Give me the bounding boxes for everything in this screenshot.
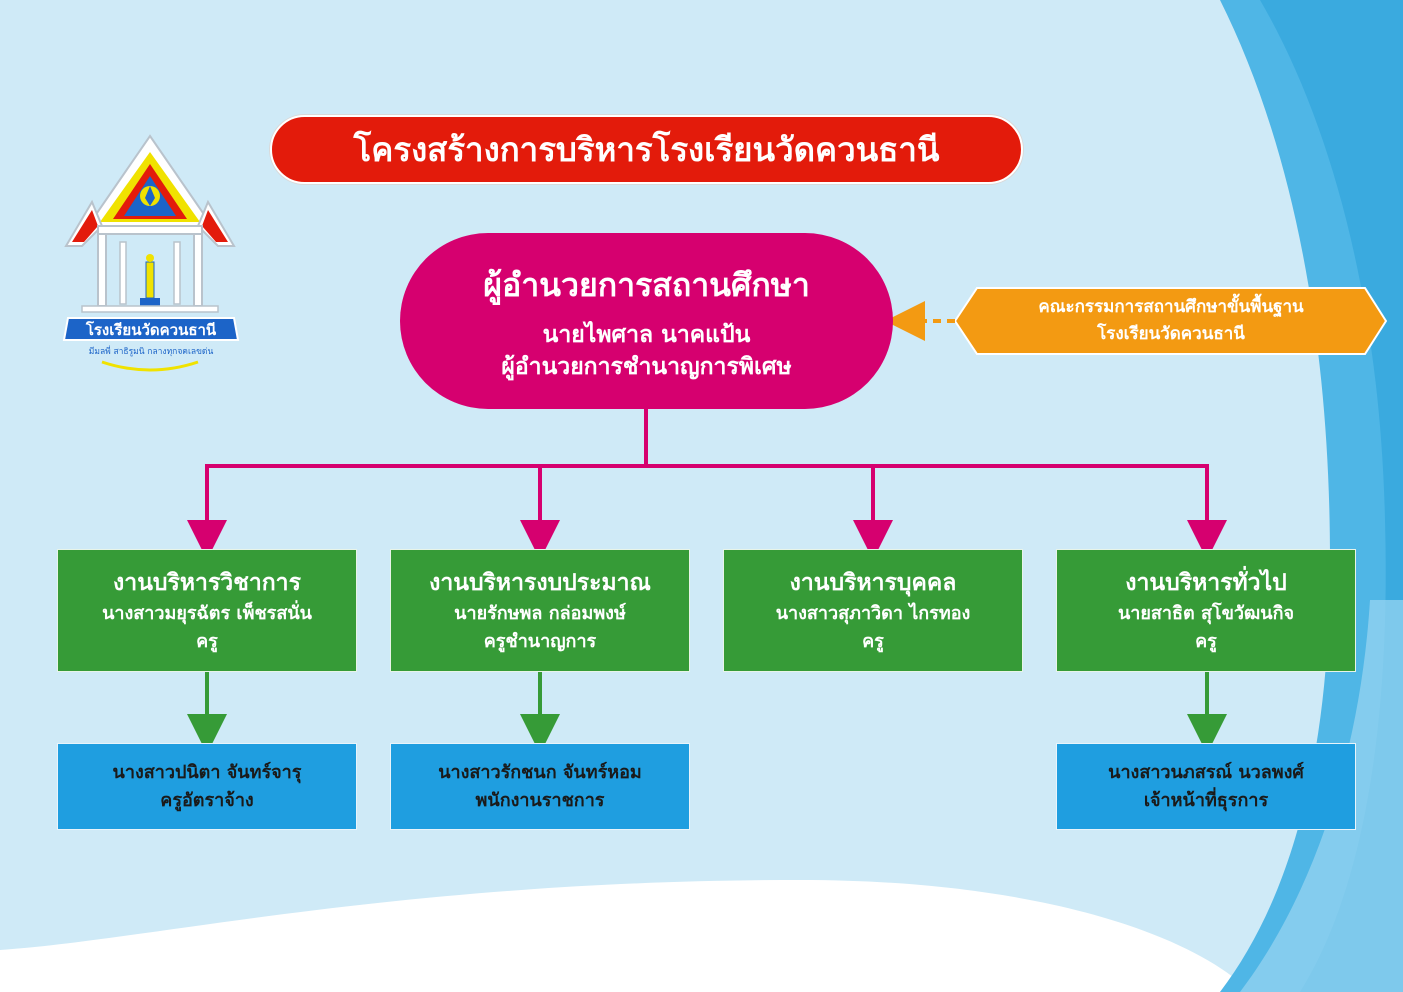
department-head-rank: ครู <box>196 630 218 652</box>
department-head-name: นางสาวมยุรฉัตร เพ็ชรสนั่น <box>102 602 312 624</box>
staff-box-budget: นางสาวรักชนก จันทร์หอม พนักงานราชการ <box>390 743 690 830</box>
staff-box-academic: นางสาวปนิตา จันทร์จารุ ครูอัตราจ้าง <box>57 743 357 830</box>
department-head-rank: ครู <box>1195 630 1217 652</box>
department-title: งานบริหารบุคคล <box>789 569 957 596</box>
staff-name: นางสาวนภสรณ์ นวลพงศ์ <box>1108 761 1304 783</box>
logo-name-text: โรงเรียนวัดควนธานี <box>85 320 217 339</box>
department-box-general: งานบริหารทั่วไป นายสาธิต สุโขวัฒนกิจ ครู <box>1056 549 1356 672</box>
staff-name: นางสาวรักชนก จันทร์หอม <box>438 761 642 783</box>
department-head-name: นายรักษพล กล่อมพงษ์ <box>454 602 626 624</box>
school-logo: โรงเรียนวัดควนธานี มีมลพี่ สาธิรูมนิ กลา… <box>62 134 240 372</box>
logo-motto-text: มีมลพี่ สาธิรูมนิ กลางทุกจคเลขด่น <box>89 345 214 357</box>
director-rank: ผู้อำนวยการชำนาญการพิเศษ <box>501 353 792 380</box>
committee-line1: คณะกรรมการสถานศึกษาขั้นพื้นฐาน <box>1038 297 1304 317</box>
department-title: งานบริหารทั่วไป <box>1125 569 1287 596</box>
director-box: ผู้อำนวยการสถานศึกษา นายไพศาล นาคแป้น ผู… <box>400 233 893 409</box>
department-box-budget: งานบริหารงบประมาณ นายรักษพล กล่อมพงษ์ คร… <box>390 549 690 672</box>
staff-role: เจ้าหน้าที่ธุรการ <box>1143 789 1269 811</box>
committee-box: คณะกรรมการสถานศึกษาขั้นพื้นฐาน โรงเรียนว… <box>955 287 1387 355</box>
department-head-rank: ครูชำนาญการ <box>483 630 597 652</box>
department-box-academic: งานบริหารวิชาการ นางสาวมยุรฉัตร เพ็ชรสนั… <box>57 549 357 672</box>
department-head-name: นายสาธิต สุโขวัฒนกิจ <box>1117 602 1295 624</box>
staff-role: พนักงานราชการ <box>475 789 605 811</box>
staff-role: ครูอัตราจ้าง <box>160 789 254 811</box>
director-position: ผู้อำนวยการสถานศึกษา <box>483 265 810 304</box>
committee-line2: โรงเรียนวัดควนธานี <box>1097 324 1245 344</box>
department-box-personnel: งานบริหารบุคคล นางสาวสุภาวิดา ไกรทอง ครู <box>723 549 1023 672</box>
staff-box-general: นางสาวนภสรณ์ นวลพงศ์ เจ้าหน้าที่ธุรการ <box>1056 743 1356 830</box>
page-title: โครงสร้างการบริหารโรงเรียนวัดควนธานี <box>270 115 1023 184</box>
staff-name: นางสาวปนิตา จันทร์จารุ <box>112 761 302 783</box>
department-title: งานบริหารวิชาการ <box>113 569 301 596</box>
department-head-rank: ครู <box>862 630 884 652</box>
department-title: งานบริหารงบประมาณ <box>429 569 651 596</box>
committee-shape <box>955 287 1387 355</box>
director-name: นายไพศาล นาคแป้น <box>542 321 751 348</box>
department-head-name: นางสาวสุภาวิดา ไกรทอง <box>775 602 971 624</box>
